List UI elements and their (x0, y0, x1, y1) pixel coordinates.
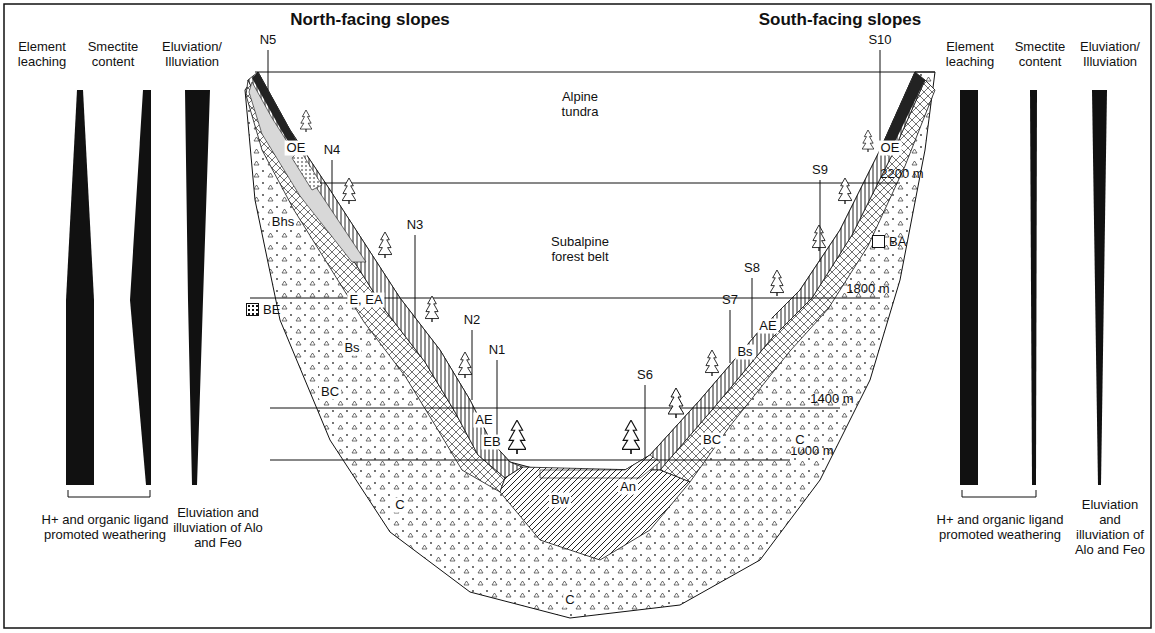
site-label: N4 (324, 143, 341, 158)
process-note: H+ and organic ligand promoted weatherin… (935, 513, 1065, 543)
legend-text: BE (263, 302, 280, 317)
site-label: N1 (489, 343, 506, 358)
site-label: S8 (744, 261, 760, 276)
horizon-label: E, EA (347, 293, 384, 308)
slope-heading: South-facing slopes (759, 10, 921, 30)
bar-heading: Eluviation/ Illuviation (1075, 40, 1145, 70)
horizon-label: C (563, 593, 576, 608)
horizon-label: AE (757, 319, 778, 334)
horizon-label: BC (319, 385, 341, 400)
horizon-label: C (793, 433, 806, 448)
site-label: S7 (722, 293, 738, 308)
horizon-label: OE (285, 141, 308, 156)
elevation-label: 1400 m (810, 392, 853, 407)
horizon-label: An (618, 480, 638, 495)
site-label: S6 (637, 368, 653, 383)
bar-heading: Element leaching (11, 40, 73, 70)
legend-swatch (872, 235, 885, 248)
bar-heading: Eluviation/ Illuviation (156, 40, 228, 70)
horizon-label: OE (879, 141, 902, 156)
horizon-label: C (393, 498, 406, 513)
site-label: N2 (464, 313, 481, 328)
horizon-label: BC (701, 433, 723, 448)
slope-heading: North-facing slopes (290, 10, 450, 30)
site-label: S10 (868, 33, 891, 48)
process-note: Eluviation and illuviation of Alo and Fe… (1073, 498, 1147, 558)
site-label: N5 (260, 33, 277, 48)
site-label: S9 (812, 163, 828, 178)
horizon-label: Bw (549, 493, 571, 508)
horizon-label: AE (473, 413, 494, 428)
legend-item: BA (872, 234, 906, 249)
legend-item: BE (246, 302, 280, 317)
process-note: Eluviation and illuviation of Alo and Fe… (172, 506, 264, 551)
process-note: H+ and organic ligand promoted weatherin… (40, 513, 170, 543)
bar-heading: Smectite content (82, 40, 144, 70)
horizon-label: Bs (342, 341, 361, 356)
site-label: N3 (407, 218, 424, 233)
elevation-label: 1800 m (846, 282, 889, 297)
horizon-label: Bs (735, 345, 754, 360)
zone-label: Alpine tundra (545, 90, 615, 120)
elevation-label: 2200 m (880, 167, 923, 182)
legend-text: BA (889, 234, 906, 249)
legend-swatch (246, 303, 259, 316)
bar-heading: Smectite content (1009, 40, 1071, 70)
horizon-label: EB (481, 435, 502, 450)
horizon-label: Bhs (270, 215, 296, 230)
bar-heading: Element leaching (939, 40, 1001, 70)
zone-label: Subalpine forest belt (540, 235, 620, 265)
